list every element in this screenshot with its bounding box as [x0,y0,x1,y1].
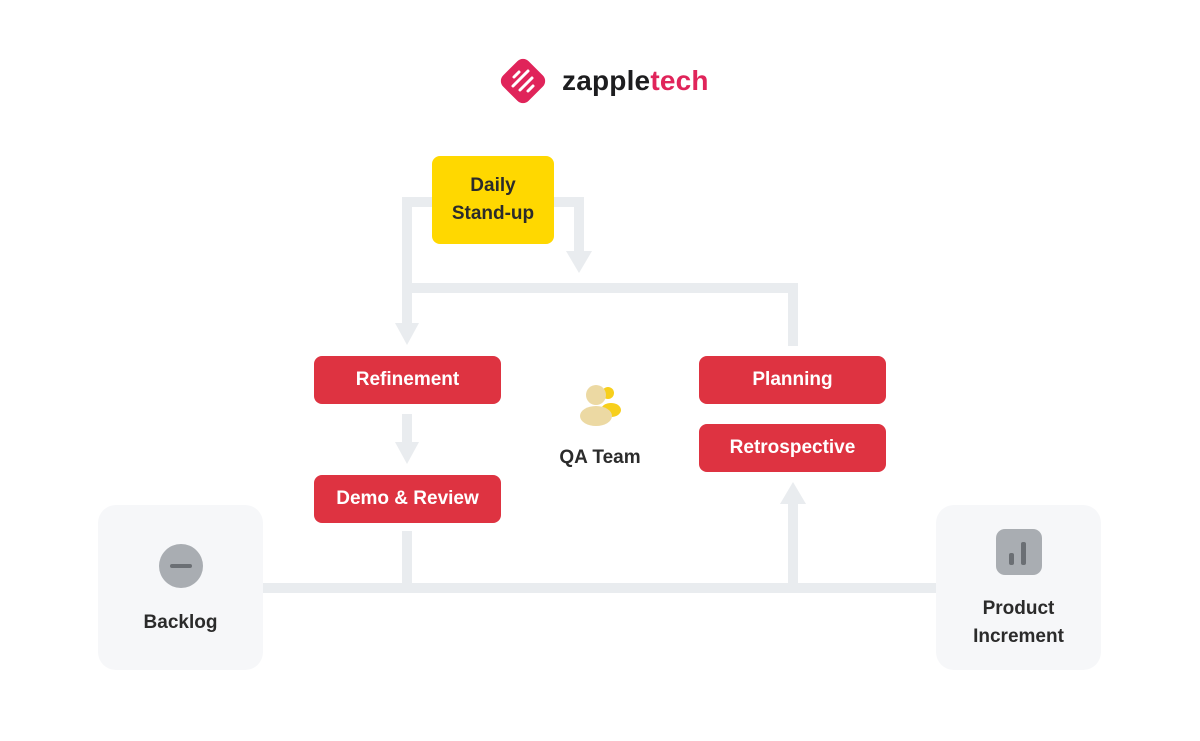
arrow-to-retrospective [780,482,806,504]
refine-demo-stem [402,414,412,448]
product-increment-label: Product Increment [973,595,1064,651]
product-increment-card: Product Increment [936,505,1101,670]
qa-team-label: QA Team [559,447,641,468]
planning-node: Planning [699,356,886,404]
qa-team: QA Team [540,380,660,469]
daily-standup-line2: Stand-up [451,203,535,224]
brand-name: zappletech [562,65,709,97]
planning-connector [407,283,798,293]
brand-name-part1: zapple [562,65,651,96]
retrospective-node: Retrospective [699,424,886,472]
arrow-to-demo [395,442,419,464]
demo-review-node: Demo & Review [314,475,501,523]
backlog-label: Backlog [143,612,218,633]
brand-logo: zappletech [498,56,709,106]
loop-top-right [552,197,584,207]
daily-standup-line1: Daily [470,175,516,196]
product-increment-line1: Product [982,598,1055,619]
daily-standup-node: Daily Stand-up [432,156,554,244]
brand-name-part2: tech [650,65,709,96]
arrow-down-right [566,251,592,273]
product-increment-line2: Increment [973,626,1064,647]
main-retro-stem [788,502,798,588]
demo-main-stem [402,531,412,583]
loop-left-vertical [402,197,412,325]
bar-chart-icon [995,529,1042,575]
planning-vertical [788,283,798,346]
main-flow-line [262,583,938,593]
loop-top-left [402,197,434,207]
minus-circle-icon [158,544,203,588]
backlog-card: Backlog [98,505,263,670]
team-icon [580,385,621,426]
loop-right-vertical [574,197,584,251]
arrow-to-refinement [395,323,419,345]
zappletech-logo-icon [500,58,546,104]
refinement-node: Refinement [314,356,501,404]
